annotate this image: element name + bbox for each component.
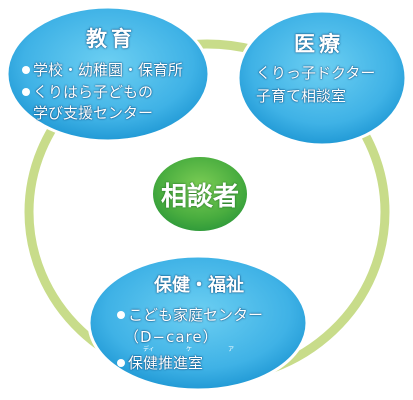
center-label: 相談者 [160, 181, 239, 212]
medical-bubble [236, 9, 408, 147]
bullet-icon [117, 311, 125, 319]
ruby-di: ディ [143, 346, 155, 353]
bullet-icon [22, 66, 30, 74]
health-welfare-item-2: 保健推進室 [117, 353, 203, 373]
medical-title: 医療 [294, 32, 344, 56]
ruby-a: ア [228, 346, 235, 353]
bullet-icon [117, 359, 125, 367]
health-welfare-title: 保健・福祉 [154, 275, 244, 296]
health-welfare-item-1: こども家庭センター [117, 305, 263, 325]
education-title: 教育 [86, 27, 136, 51]
education-item-2: くりはら子どもの [22, 82, 153, 102]
health-welfare-bubble [87, 254, 309, 392]
medical-item-1: くりっ子ドクター [256, 64, 376, 82]
health-welfare-item-1-continued: （D−care） [124, 328, 219, 346]
education-item-2-continued: 学び支援センター [33, 104, 154, 122]
bullet-icon [22, 88, 30, 96]
education-item-1: 学校・幼稚園・保育所 [22, 60, 183, 80]
center-circle [151, 155, 249, 233]
ruby-ke: ケ [186, 346, 193, 353]
education-bubble [5, 5, 211, 143]
medical-item-2: 子育て相談室 [256, 87, 347, 105]
